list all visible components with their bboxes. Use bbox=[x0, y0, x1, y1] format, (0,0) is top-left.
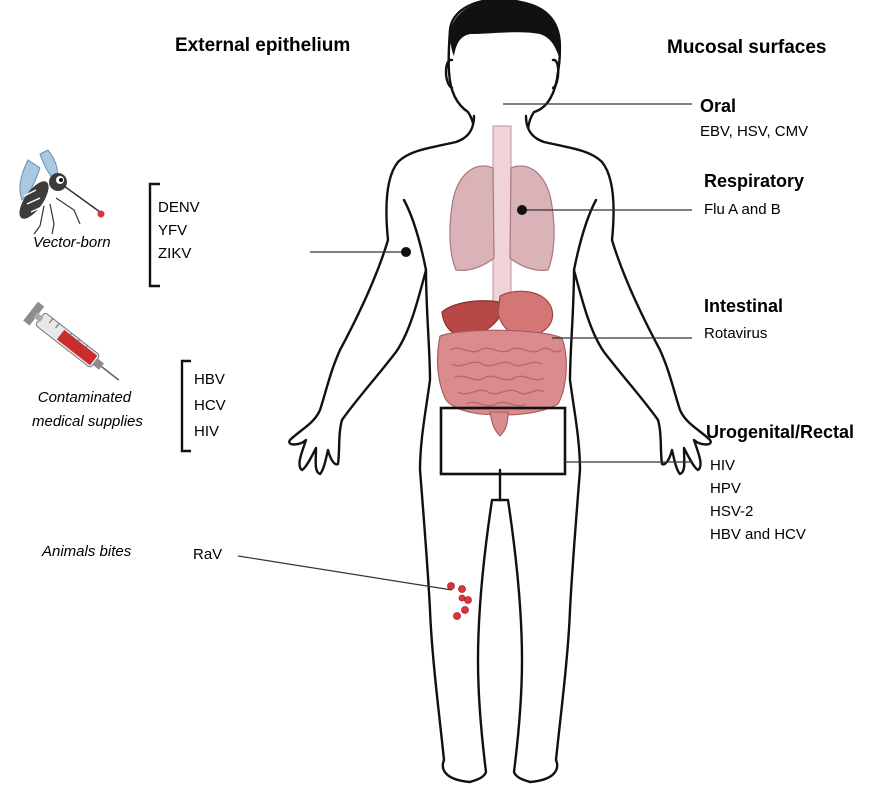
virus-item: HBV bbox=[194, 367, 226, 393]
virus-item: YFV bbox=[158, 219, 200, 242]
site-oral-title: Oral bbox=[700, 97, 736, 115]
virus-item: ZIKV bbox=[158, 242, 200, 265]
route-bites-viruses: RaV bbox=[193, 547, 222, 562]
route-bites-label: Animals bites bbox=[42, 544, 131, 559]
respiratory-dot bbox=[517, 205, 527, 215]
bracket-medical bbox=[182, 361, 191, 451]
site-urogenital-viruses: HIV HPV HSV-2 HBV and HCV bbox=[710, 454, 806, 546]
route-vector-viruses: DENV YFV ZIKV bbox=[158, 196, 200, 265]
site-intestinal-viruses: Rotavirus bbox=[704, 326, 767, 341]
virus-item: HSV-2 bbox=[710, 500, 806, 523]
site-urogenital-title: Urogenital/Rectal bbox=[706, 423, 854, 441]
site-intestinal-title: Intestinal bbox=[704, 297, 783, 315]
external-epithelium-heading: External epithelium bbox=[175, 36, 350, 55]
syringe-icon bbox=[23, 302, 126, 390]
site-respiratory-viruses: Flu A and B bbox=[704, 202, 781, 217]
site-respiratory-title: Respiratory bbox=[704, 172, 804, 190]
virus-item: HCV bbox=[194, 393, 226, 419]
mucosal-surfaces-heading: Mucosal surfaces bbox=[667, 38, 826, 57]
route-vector-label: Vector-born bbox=[33, 235, 111, 250]
route-medical-label-line1: Contaminated bbox=[26, 386, 143, 410]
virus-item: HPV bbox=[710, 477, 806, 500]
virus-item: HBV and HCV bbox=[710, 523, 806, 546]
virus-item: HIV bbox=[710, 454, 806, 477]
arm-dot bbox=[401, 247, 411, 257]
site-oral-viruses: EBV, HSV, CMV bbox=[700, 124, 808, 139]
virus-item: HIV bbox=[194, 419, 226, 445]
trachea bbox=[493, 126, 511, 316]
route-medical-label-line2: medical supplies bbox=[26, 410, 143, 434]
route-medical-label: Contaminated medical supplies bbox=[26, 386, 143, 434]
route-medical-viruses: HBV HCV HIV bbox=[194, 367, 226, 445]
virus-item: DENV bbox=[158, 196, 200, 219]
mosquito-icon bbox=[14, 150, 104, 234]
stomach bbox=[498, 291, 553, 336]
